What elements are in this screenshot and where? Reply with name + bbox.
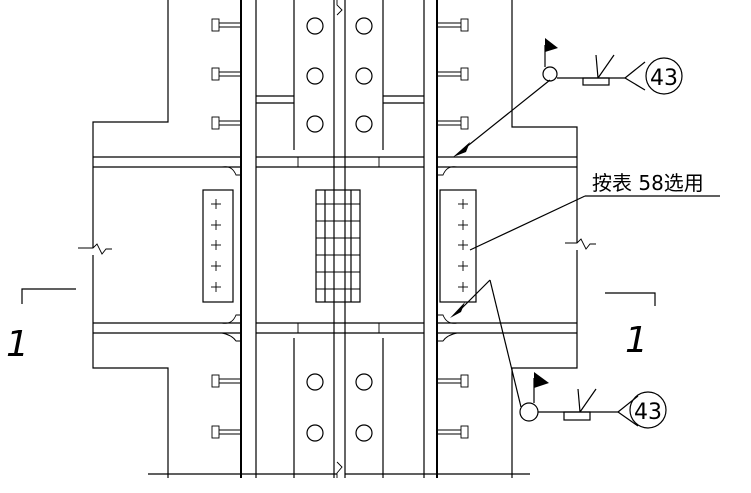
weld-symbol-top: 43	[453, 38, 683, 157]
horizontal-flanges	[93, 156, 577, 342]
weld-symbol-bottom: 43	[450, 279, 667, 429]
note-text: 按表 58选用	[592, 171, 704, 195]
section-label-left: 1	[6, 324, 29, 365]
bolt-hole	[306, 115, 324, 133]
bolt-cross	[458, 220, 468, 230]
bolt-hole	[355, 115, 373, 133]
note-callout: 按表 58选用	[469, 171, 720, 251]
bolt-cross	[458, 261, 468, 271]
bolt-hole	[355, 67, 373, 85]
anchor-bolt	[438, 67, 469, 81]
anchor-bolt	[438, 425, 469, 439]
anchor-bolt	[211, 425, 240, 439]
weld-ref-bottom-label: 43	[634, 400, 662, 425]
bolt-cross	[211, 261, 221, 271]
bolt-hole	[355, 373, 373, 391]
outline	[78, 0, 596, 478]
anchor-bolt	[438, 116, 469, 130]
bolt-hole	[355, 424, 373, 442]
bolt-hole	[306, 67, 324, 85]
bolt-cross	[211, 220, 221, 230]
bolt-cross	[458, 199, 468, 209]
bolt-cross	[211, 240, 221, 250]
bolt-cross	[458, 240, 468, 250]
anchor-bolt	[438, 374, 469, 388]
section-mark-left: 1	[6, 288, 76, 365]
bolt-hole	[306, 373, 324, 391]
bolt-cross	[211, 199, 221, 209]
anchor-bolt	[211, 18, 240, 32]
anchor-bolt	[211, 116, 240, 130]
bolt-hole	[306, 17, 324, 35]
bolt-hole	[306, 424, 324, 442]
bolt-hole	[355, 17, 373, 35]
anchor-bolt	[211, 374, 240, 388]
side-bolts	[211, 18, 469, 439]
anchor-bolt	[438, 18, 469, 32]
side-splice-plates	[202, 189, 477, 303]
anchor-bolt	[211, 67, 240, 81]
plate-bolts	[306, 17, 373, 442]
section-label-right: 1	[625, 320, 648, 361]
section-mark-right: 1	[605, 292, 656, 361]
bolt-cross	[211, 282, 221, 292]
weld-ref-top-label: 43	[650, 66, 678, 91]
bolt-cross	[458, 282, 468, 292]
vertical-plates	[240, 0, 438, 478]
splice-crosses	[211, 199, 468, 292]
center-splice-plate	[315, 189, 361, 303]
